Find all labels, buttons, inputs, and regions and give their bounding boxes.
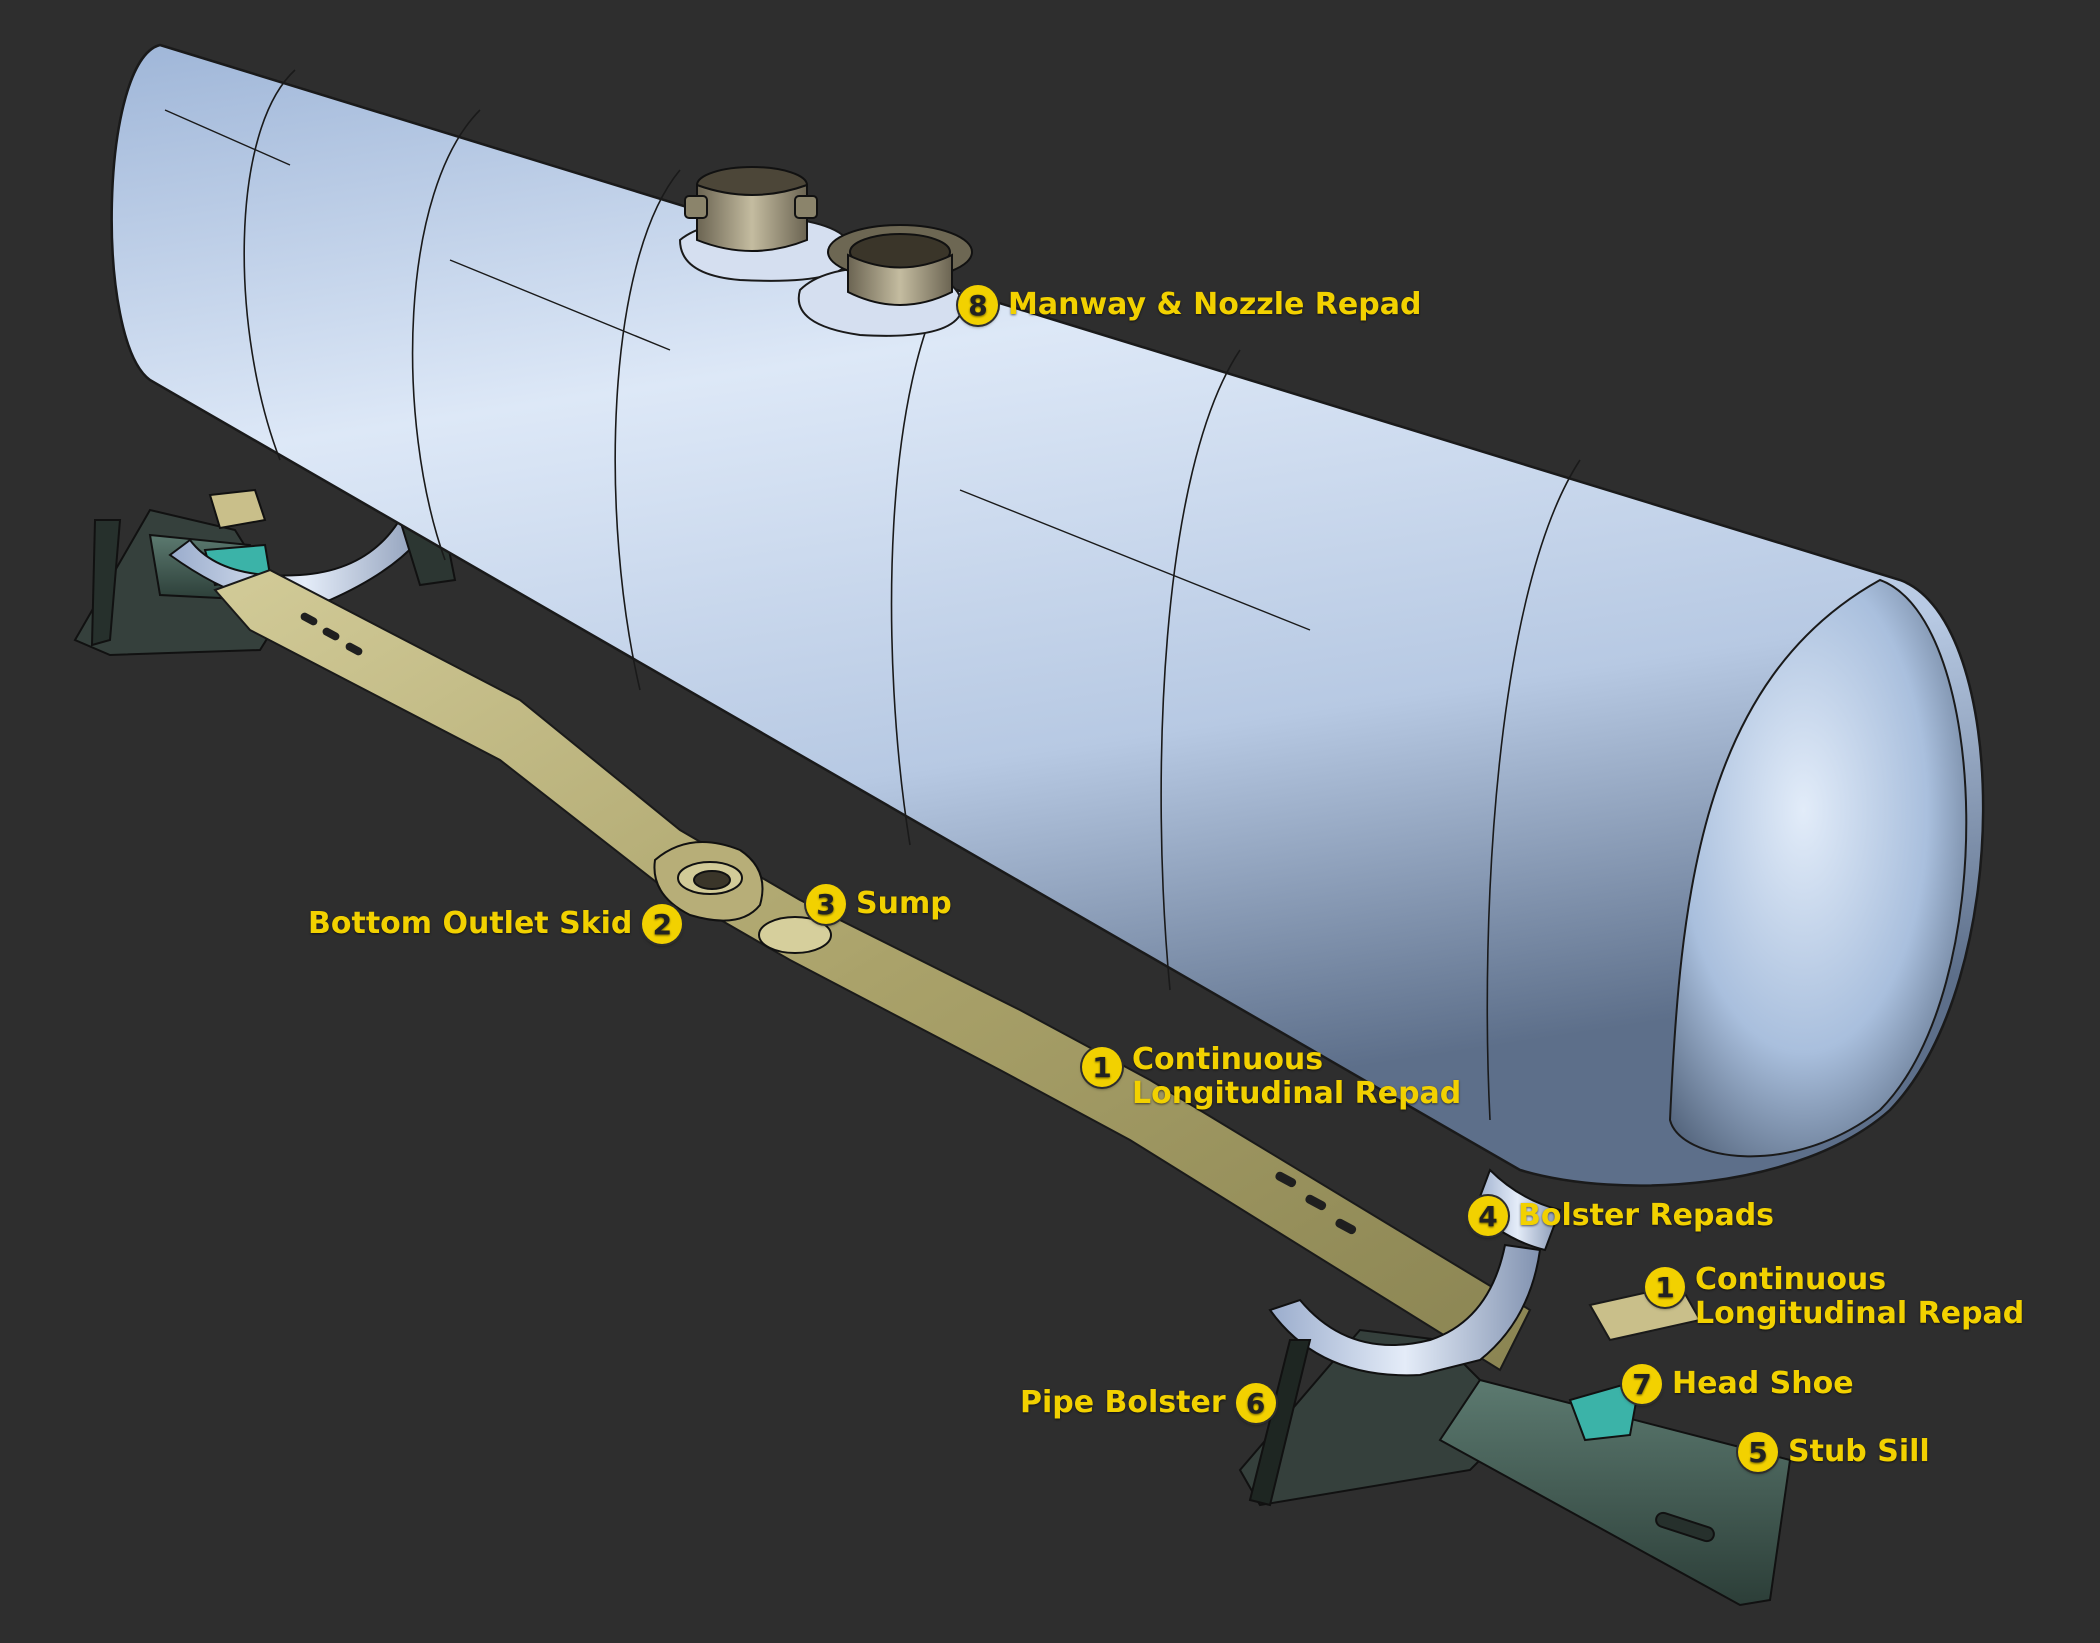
manway-nozzle — [678, 166, 973, 337]
right-bolster-assembly — [1238, 1168, 1792, 1607]
callout-text: Bolster Repads — [1518, 1198, 1775, 1234]
callout-text: Stub Sill — [1788, 1434, 1930, 1470]
callout-sump: 3 Sump — [806, 884, 952, 924]
callout-manway-nozzle-repad: 8 Manway & Nozzle Repad — [958, 285, 1421, 325]
callout-number-badge: 4 — [1468, 1196, 1508, 1236]
callout-text: Manway & Nozzle Repad — [1008, 287, 1422, 323]
callout-number-badge: 2 — [642, 904, 683, 944]
callout-text: Continuous Longitudinal Repad — [1695, 1263, 2024, 1330]
tank-shell — [110, 43, 1985, 1187]
left-bolster-assembly — [73, 488, 457, 657]
callout-text: Pipe Bolster — [1020, 1385, 1226, 1421]
callout-number-badge: 8 — [958, 285, 998, 325]
callout-text-line2: Longitudinal Repad — [1695, 1295, 2025, 1331]
callout-continuous-longitudinal-repad-center: 1 Continuous Longitudinal Repad — [1082, 1043, 1461, 1110]
callout-text: Continuous Longitudinal Repad — [1132, 1043, 1461, 1110]
callout-text-line1: Continuous — [1695, 1262, 1887, 1297]
callout-text-line1: Continuous — [1132, 1042, 1324, 1077]
callout-head-shoe: 7 Head Shoe — [1622, 1364, 1854, 1404]
callout-number-badge: 1 — [1645, 1267, 1685, 1307]
callout-number-badge: 7 — [1622, 1364, 1662, 1404]
callout-stub-sill: 5 Stub Sill — [1738, 1432, 1930, 1472]
callout-number-badge: 1 — [1082, 1047, 1122, 1087]
callout-continuous-longitudinal-repad-end: 1 Continuous Longitudinal Repad — [1645, 1263, 2024, 1330]
callout-text: Bottom Outlet Skid — [308, 906, 633, 942]
callout-number-badge: 5 — [1738, 1432, 1778, 1472]
callout-text: Sump — [856, 886, 952, 922]
bottom-outlet-skid — [653, 841, 832, 954]
callout-text-line2: Longitudinal Repad — [1132, 1075, 1462, 1111]
callout-bolster-repads: 4 Bolster Repads — [1468, 1196, 1774, 1236]
callout-text: Head Shoe — [1672, 1366, 1854, 1402]
callout-number-badge: 6 — [1235, 1383, 1276, 1423]
callout-bottom-outlet-skid: Bottom Outlet Skid 2 — [308, 904, 683, 944]
callout-pipe-bolster: Pipe Bolster 6 — [1020, 1383, 1276, 1423]
callout-number-badge: 3 — [806, 884, 846, 924]
